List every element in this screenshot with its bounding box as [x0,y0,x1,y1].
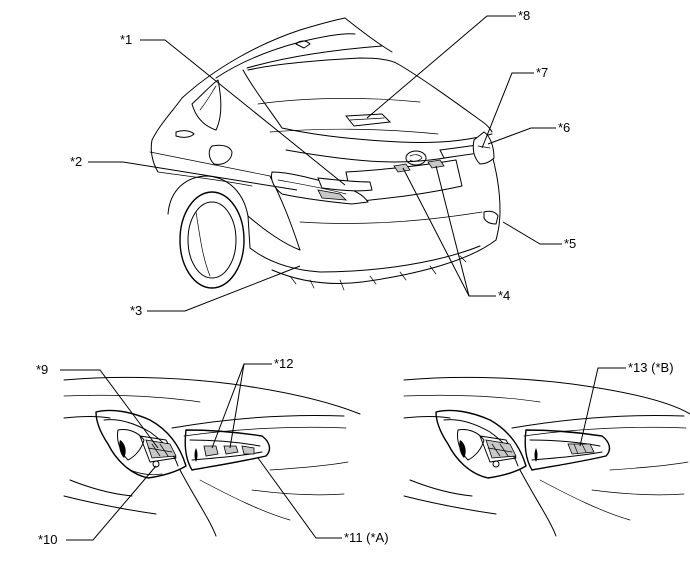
callout-5: *5 [564,236,576,251]
callout-10: *10 [38,532,58,547]
callout-13: *13 (*B) [628,360,674,375]
callout-2: *2 [70,154,82,169]
callout-7: *7 [536,65,548,80]
callout-8: *8 [518,8,530,23]
leader-lines [60,15,626,541]
car-rear-view [149,17,501,291]
callout-3: *3 [130,303,142,318]
callout-1: *1 [120,32,132,47]
callout-12: *12 [274,356,294,371]
callout-11: *11 (*A) [344,530,389,545]
callout-6: *6 [558,120,570,135]
detail-view-left [63,376,361,537]
detail-view-right [403,376,690,537]
callout-labels: *1 *2 *3 *4 *5 *6 *7 *8 *9 *10 *11 (*A) … [36,8,674,547]
led-grid-left [145,439,177,459]
callout-4: *4 [498,288,510,303]
callout-9: *9 [36,362,48,377]
